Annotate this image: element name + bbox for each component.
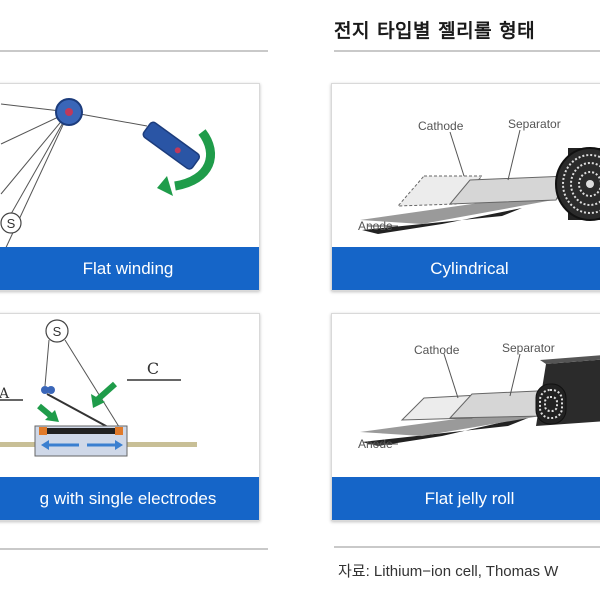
anode-label: Anode bbox=[358, 219, 393, 233]
separator-label: Separator bbox=[508, 117, 561, 131]
flat-winding-panel: S Flat winding bbox=[0, 83, 260, 291]
stacking-panel: S A C g with single electrodes bbox=[0, 313, 260, 521]
top-rule-right bbox=[334, 50, 600, 52]
top-rule-left bbox=[0, 50, 268, 52]
cylindrical-illustration: Cathode Separator Anode bbox=[358, 117, 600, 234]
source-note: 자료: Lithium−ion cell, Thomas W bbox=[338, 563, 559, 580]
figure-title: 전지 타입별 젤리롤 형태 bbox=[334, 20, 536, 42]
s-marker-label: S bbox=[7, 216, 16, 231]
svg-text:A: A bbox=[0, 386, 10, 402]
bottom-rule-right bbox=[334, 546, 600, 548]
s-marker-circle bbox=[0, 212, 22, 234]
c-marker-label: C bbox=[147, 359, 159, 378]
cathode-label: Cathode bbox=[418, 119, 464, 133]
cylindrical-panel: Cathode Separator Anode Cylindrical bbox=[331, 83, 600, 291]
stacking-caption: g with single electrodes bbox=[0, 477, 259, 520]
stacking-illustration: S A C bbox=[0, 319, 197, 457]
cylindrical-caption: Cylindrical bbox=[332, 247, 600, 290]
s-marker-label-2: S bbox=[53, 324, 62, 339]
flat-winding-caption: Flat winding bbox=[0, 247, 259, 290]
flat-winding-illustration: S bbox=[0, 98, 215, 255]
flat-jelly-roll-panel: Cathode Separator Anode Flat jelly roll bbox=[331, 313, 600, 521]
anode-label-2: Anode bbox=[358, 437, 393, 451]
flat-jelly-roll-illustration: Cathode Separator Anode bbox=[358, 341, 600, 451]
bottom-rule-left bbox=[0, 548, 268, 550]
cathode-label-2: Cathode bbox=[414, 343, 460, 357]
flat-jelly-roll-caption: Flat jelly roll bbox=[332, 477, 600, 520]
separator-label-2: Separator bbox=[502, 341, 555, 355]
